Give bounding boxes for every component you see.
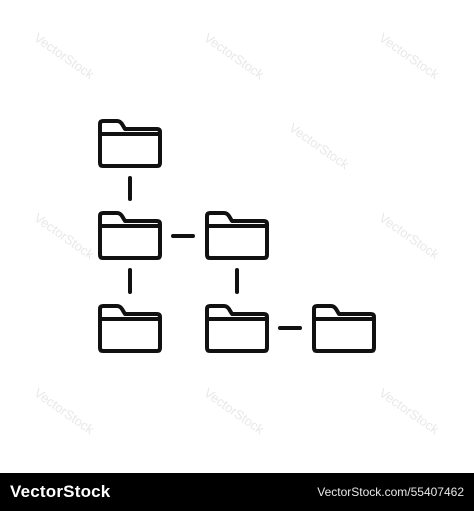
folder-icon-level-2-sibling bbox=[205, 211, 269, 260]
image-reference: VectorStock.com/55407462 bbox=[317, 485, 464, 499]
folder-icon-level-3 bbox=[98, 304, 162, 353]
folder-icon-level-2 bbox=[98, 211, 162, 260]
folder-icon-root bbox=[98, 119, 162, 168]
brand-logo-text: VectorStock bbox=[10, 482, 111, 501]
folder-hierarchy-icon bbox=[98, 119, 376, 353]
folder-icon-level-3-sibling bbox=[312, 304, 376, 353]
artwork-canvas: VectorStock VectorStock VectorStock Vect… bbox=[31, 30, 442, 438]
footer-bar: VectorStock VectorStock.com/55407462 bbox=[0, 473, 474, 511]
folder-icon-level-3-child bbox=[205, 304, 269, 353]
